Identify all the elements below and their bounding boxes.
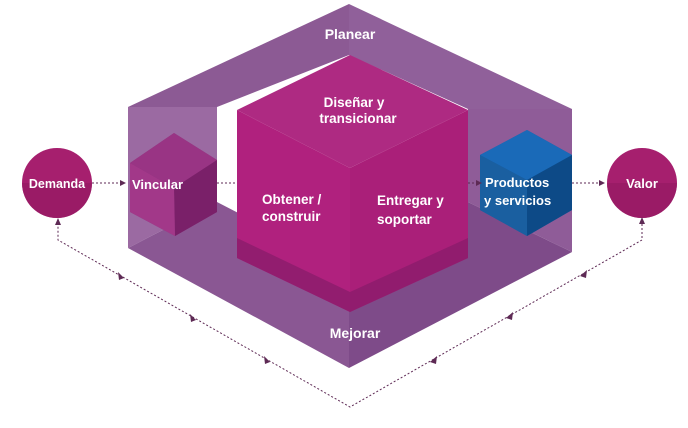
- label-obtener-line1: Obtener /: [262, 192, 322, 207]
- label-obtener-line2: construir: [262, 209, 321, 224]
- demanda-node: [22, 148, 92, 218]
- label-planear: Planear: [325, 26, 376, 42]
- frame-top-left-panel: [128, 4, 349, 107]
- central-cube-top-face: [237, 55, 468, 168]
- products-cube: [480, 130, 572, 236]
- arrowheads: [55, 180, 645, 364]
- frame-top-right-panel: [349, 4, 572, 109]
- label-valor: Valor: [626, 176, 658, 191]
- label-vincular: Vincular: [132, 177, 183, 192]
- label-mejorar: Mejorar: [330, 325, 381, 341]
- label-productos-line2: y servicios: [484, 193, 551, 208]
- label-disenar-line2: transicionar: [319, 111, 397, 126]
- label-entregar-line2: soportar: [377, 212, 433, 227]
- vincular-cube: [130, 133, 217, 236]
- label-demanda: Demanda: [29, 177, 86, 191]
- central-cube: [237, 55, 468, 312]
- label-disenar-line1: Diseñar y: [324, 95, 385, 110]
- central-cube-bottom-shade: [237, 238, 468, 312]
- label-productos-line1: Productos: [485, 175, 549, 190]
- valor-node: [607, 148, 677, 218]
- label-entregar-line1: Entregar y: [377, 193, 444, 208]
- feedback-loop: [57, 220, 643, 408]
